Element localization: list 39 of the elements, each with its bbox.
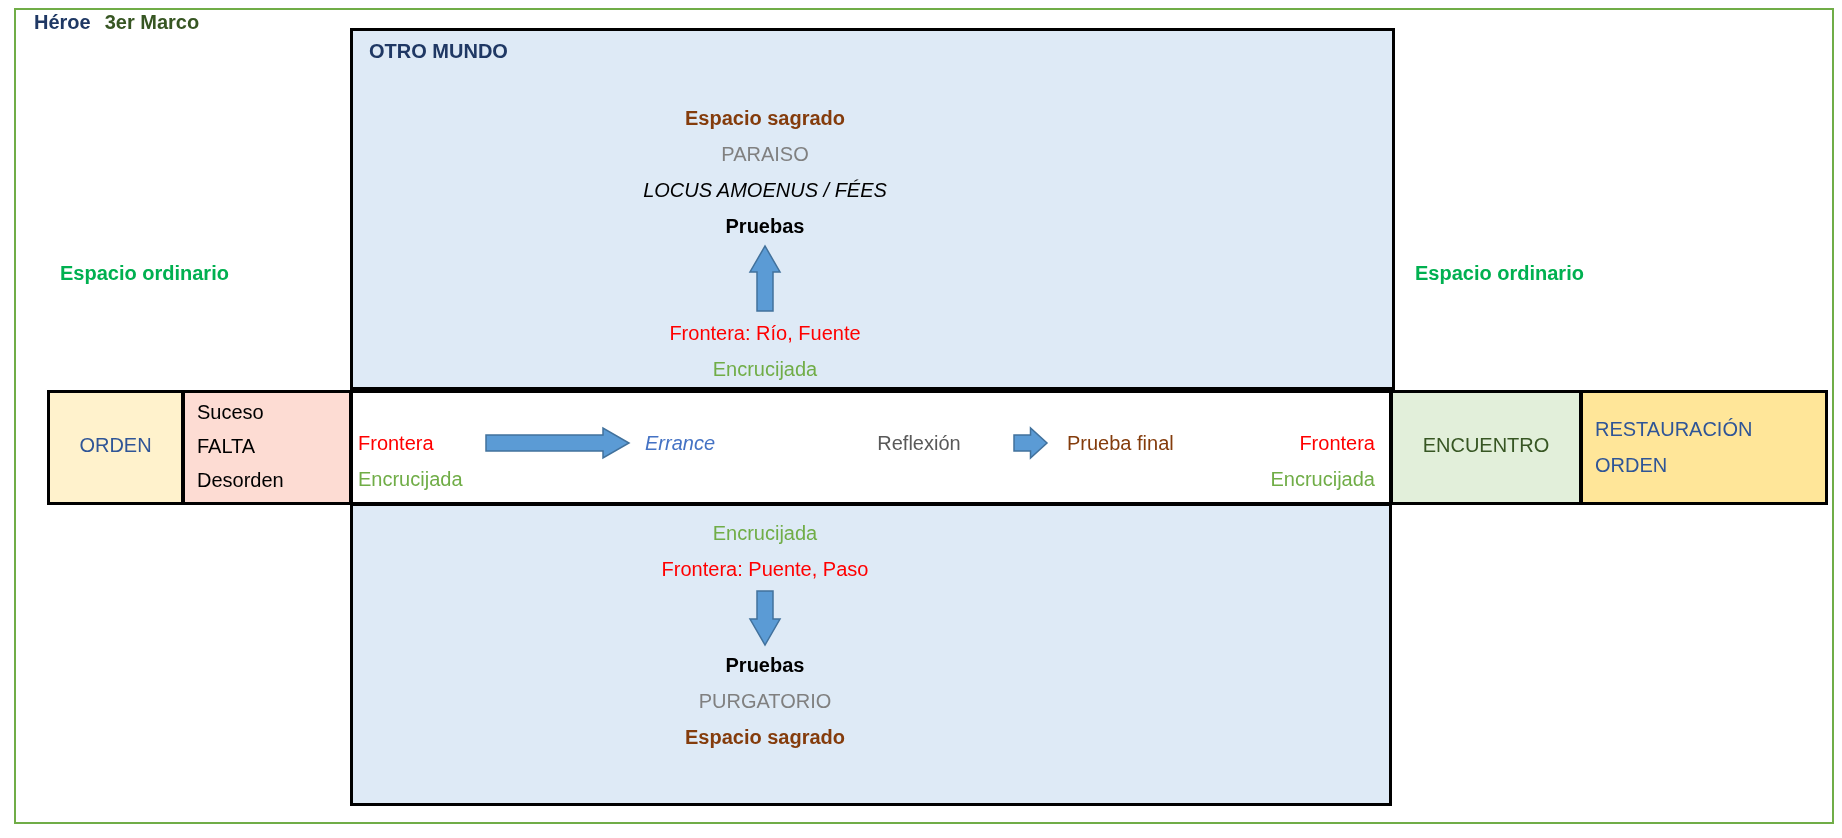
stage-label: ORDEN	[79, 433, 152, 458]
border-label: Frontera: Río, Fuente	[669, 321, 861, 346]
journey-band	[350, 390, 1392, 505]
border-label: Frontera	[1299, 431, 1375, 456]
stage-label: Errance	[645, 431, 715, 456]
stage-label: ENCUENTRO	[1422, 433, 1550, 458]
place-label: LOCUS AMOENUS / FÉES	[643, 178, 887, 203]
border-label: Frontera	[358, 431, 434, 456]
region-label: Espacio ordinario	[60, 262, 229, 285]
frame-border	[14, 8, 1834, 824]
trial-label: Pruebas	[725, 653, 805, 678]
stage-label: Suceso FALTA Desorden	[197, 400, 284, 493]
stage-label: Reflexión	[877, 431, 961, 456]
place-label: PURGATORIO	[698, 689, 832, 714]
crossroads-label: Encrucijada	[712, 357, 818, 382]
arrow	[485, 426, 631, 460]
place-label: PARAISO	[721, 142, 809, 167]
crossroads-label: Encrucijada	[1270, 467, 1375, 492]
arrow	[748, 590, 782, 647]
other-world-panel	[350, 503, 1392, 806]
arrow	[1013, 426, 1049, 460]
stage-label: Prueba final	[1067, 431, 1174, 456]
crossroads-label: Encrucijada	[712, 521, 818, 546]
other-world-panel	[350, 28, 1395, 390]
place-label: Espacio sagrado	[684, 725, 846, 750]
trial-label: Pruebas	[725, 214, 805, 239]
order-box	[47, 390, 184, 505]
panel-title: OTRO MUNDO	[369, 39, 508, 64]
stage-label: RESTAURACIÓN ORDEN	[1595, 417, 1754, 478]
encounter-box	[1390, 390, 1582, 505]
event-box	[182, 390, 352, 505]
frame-title: 3er Marco	[104, 10, 200, 34]
region-label: Espacio ordinario	[1415, 262, 1584, 285]
hero-label: Héroe	[34, 10, 91, 34]
restoration-box	[1580, 390, 1828, 505]
crossroads-label: Encrucijada	[358, 467, 463, 492]
arrow	[748, 244, 782, 312]
border-label: Frontera: Puente, Paso	[661, 557, 869, 582]
place-label: Espacio sagrado	[684, 106, 846, 131]
